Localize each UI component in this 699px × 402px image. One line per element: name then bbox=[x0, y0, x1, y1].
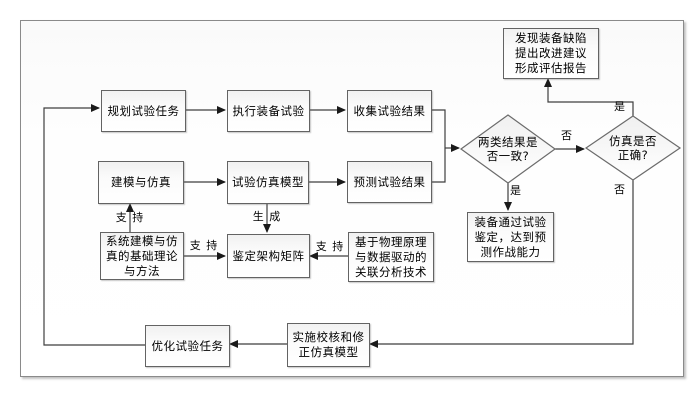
node-modeling-theory-methods: 系统建模与仿 真的基础理论 与方法 bbox=[100, 232, 184, 280]
node-test-simulation-model: 试验仿真模型 bbox=[227, 161, 309, 204]
edge-label-yes-up: 是 bbox=[614, 100, 626, 113]
edge-decision2-yes-to-report bbox=[544, 78, 634, 116]
decision-sim-correct-diamond bbox=[584, 115, 682, 181]
node-defect-report: 发现装备缺陷 提出改进建议 形成评估报告 bbox=[503, 28, 599, 79]
edge-label-support-matrix-right: 支 持 bbox=[315, 240, 345, 253]
node-equipment-pass-appraisal: 装备通过试验 鉴定，达到预 测作战能力 bbox=[467, 212, 554, 262]
node-appraisal-architecture-matrix: 鉴定架构矩阵 bbox=[227, 234, 310, 278]
node-plan-test-task: 规划试验任务 bbox=[101, 90, 186, 132]
edge-label-yes-down: 是 bbox=[510, 184, 522, 197]
node-modeling-simulation: 建模与仿真 bbox=[98, 161, 184, 204]
decision-consistent-diamond bbox=[459, 114, 557, 184]
edge-label-no-between: 否 bbox=[561, 129, 573, 142]
edge-results-bracket bbox=[430, 109, 446, 183]
edge-label-support-matrix-left: 支 持 bbox=[189, 239, 219, 252]
edge-decision2-no-to-calibrate bbox=[369, 180, 634, 348]
node-collect-test-results: 收集试验结果 bbox=[347, 90, 432, 132]
node-execute-equipment-test: 执行装备试验 bbox=[227, 90, 310, 132]
node-calibrate-correct-model: 实施校核和修 正仿真模型 bbox=[287, 323, 370, 367]
node-optimize-test-task: 优化试验任务 bbox=[145, 325, 230, 367]
node-physics-data-analysis: 基于物理原理 与数据驱动的 关联分析技术 bbox=[348, 232, 434, 282]
edge-label-support-modeling: 支 持 bbox=[115, 211, 145, 224]
decision-consistent-label: 两类结果是 否一致? bbox=[478, 135, 538, 163]
edge-label-generate: 生 成 bbox=[252, 210, 282, 223]
edge-optimize-to-plan bbox=[43, 104, 145, 346]
edge-label-no-down: 否 bbox=[614, 183, 626, 196]
node-predict-test-results: 预测试验结果 bbox=[347, 161, 432, 203]
decision-sim-correct-label: 仿真是否 正确? bbox=[609, 134, 657, 162]
